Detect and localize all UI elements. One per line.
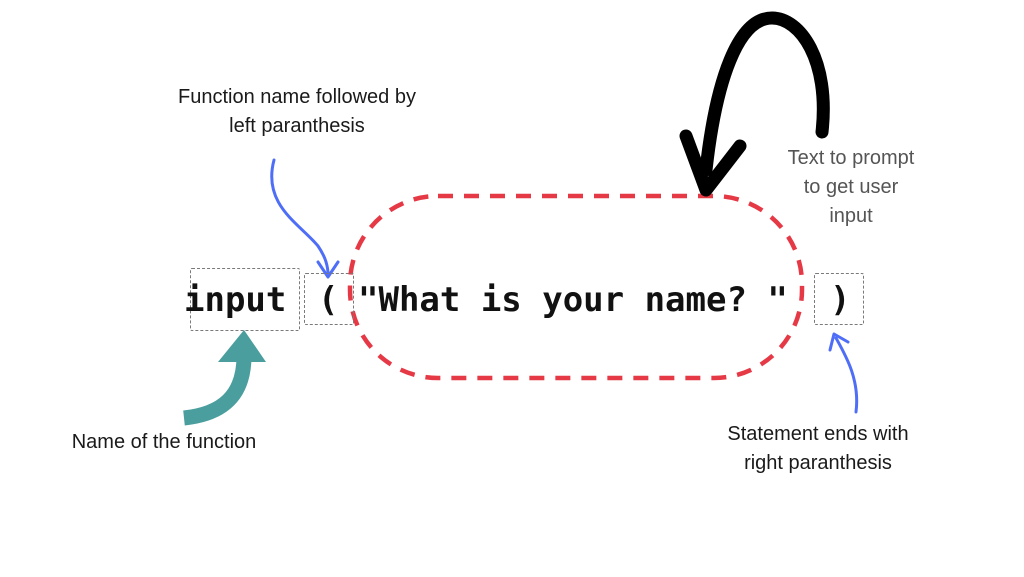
prompt-note-line-2: to get user: [803, 176, 899, 198]
function-name-note: Function name followed by left paranthes…: [140, 83, 454, 141]
function-name-box: [190, 268, 300, 331]
end-note-line-1: Statement ends with: [727, 423, 909, 445]
teal-curved-arrow: [183, 355, 252, 426]
black-arrow-head: [679, 129, 747, 197]
end-note: Statement ends with right paranthesis: [690, 420, 946, 478]
prompt-note-line-1: Text to prompt: [787, 147, 915, 169]
function-name-token: input: [184, 280, 287, 320]
right-paren-box: [814, 273, 864, 325]
prompt-string-token: "What is your name? ": [358, 280, 788, 320]
blue-arrow-to-right-paren: [834, 336, 859, 414]
name-note: Name of the function: [71, 431, 257, 453]
blue-arrow-head-left: [316, 260, 340, 279]
function-name-note-line-2: left paranthesis: [229, 115, 365, 137]
function-name-note-line-1: Function name followed by: [178, 86, 416, 108]
black-curved-arrow: [699, 11, 830, 177]
teal-arrow-head: [218, 330, 266, 362]
prompt-highlight-outline: [347, 193, 805, 381]
left-paren-box: [304, 273, 354, 325]
blue-arrow-head-right: [828, 332, 850, 352]
left-paren-token: (: [318, 280, 339, 320]
right-paren-token: ): [830, 280, 851, 320]
prompt-note-line-3: input: [829, 205, 873, 227]
prompt-note: Text to prompt to get user input: [756, 144, 946, 231]
blue-arrow-to-left-paren: [270, 158, 330, 274]
end-note-line-2: right paranthesis: [744, 452, 892, 474]
